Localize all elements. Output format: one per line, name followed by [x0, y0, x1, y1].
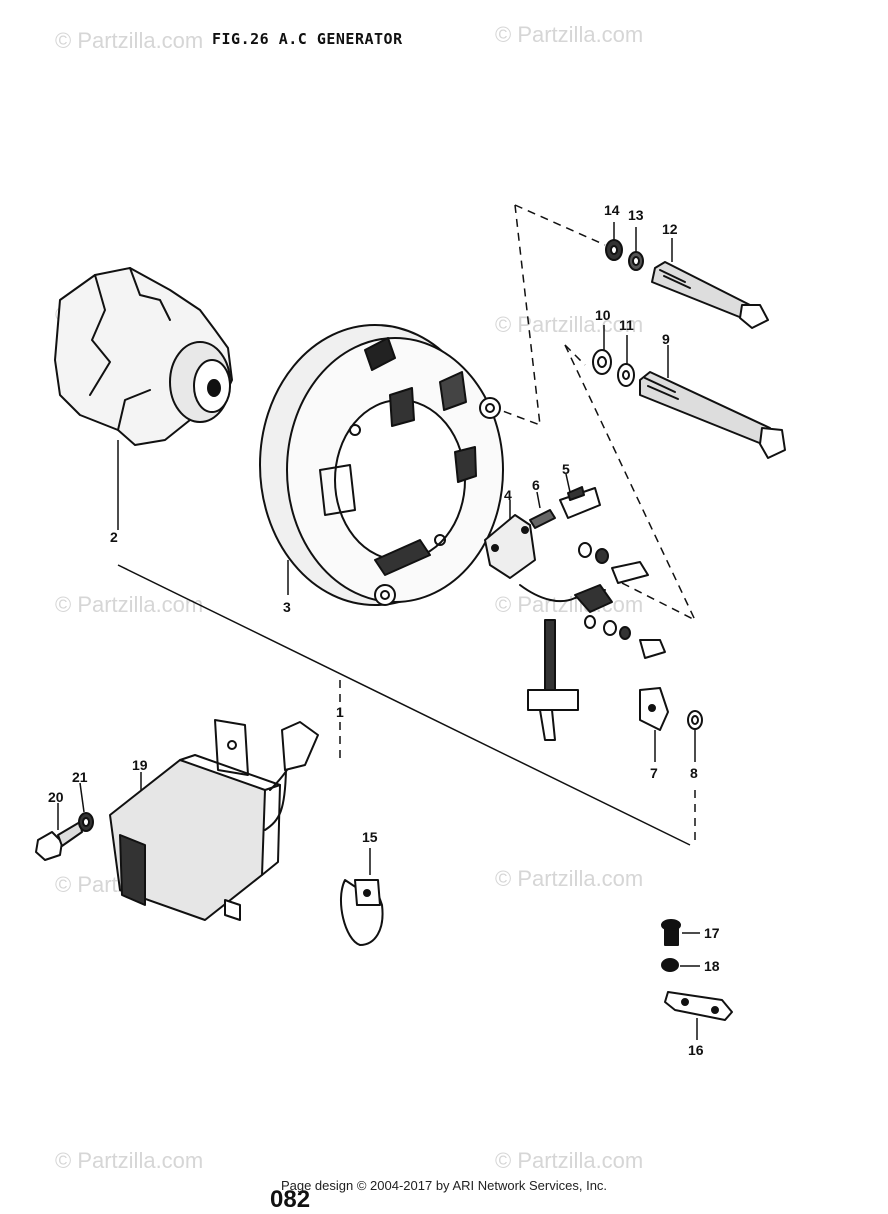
regulator-part [109, 719, 319, 921]
rotor-part [54, 267, 233, 446]
callout-3: 3 [283, 599, 291, 615]
callout-20: 20 [48, 789, 64, 805]
callout-9: 9 [662, 331, 670, 347]
callout-17: 17 [704, 925, 720, 941]
callout-12: 12 [662, 221, 678, 237]
wire-harness [519, 584, 613, 741]
watermark: © Partzilla.com [495, 312, 644, 337]
callout-21: 21 [72, 769, 88, 785]
callout-18: 18 [704, 958, 720, 974]
brush-holder [484, 486, 666, 659]
callout-10: 10 [595, 307, 611, 323]
bracket-assembly [661, 919, 733, 1021]
callout-7: 7 [650, 765, 658, 781]
callout-15: 15 [362, 829, 378, 845]
nut-part [687, 710, 703, 730]
watermark: © Partzilla.com [495, 1148, 644, 1173]
callout-4: 4 [504, 487, 512, 503]
watermark: © Partzilla.com [495, 866, 644, 891]
callout-2: 2 [110, 529, 118, 545]
footer-copyright: Page design © 2004-2017 by ARI Network S… [280, 1178, 608, 1193]
watermark: © Partzilla.com [55, 28, 204, 53]
callout-5: 5 [562, 461, 570, 477]
callout-19: 19 [132, 757, 148, 773]
watermark: © Partzilla.com [55, 592, 204, 617]
callout-13: 13 [628, 207, 644, 223]
screw-part [35, 812, 94, 861]
callout-1: 1 [336, 704, 344, 720]
callout-6: 6 [532, 477, 540, 493]
callout-11: 11 [619, 317, 634, 333]
mounting-bolts [592, 239, 786, 459]
watermark: © Partzilla.com [495, 592, 644, 617]
callout-14: 14 [604, 202, 620, 218]
watermark: © Partzilla.com [495, 22, 644, 47]
watermark: © Partzilla.com [55, 1148, 204, 1173]
callout-lines [57, 222, 700, 1040]
callout-16: 16 [688, 1042, 704, 1058]
stator-part [259, 324, 504, 606]
figure-title: FIG.26 A.C GENERATOR [212, 30, 403, 48]
callout-8: 8 [690, 765, 698, 781]
leader-lines [339, 204, 697, 840]
